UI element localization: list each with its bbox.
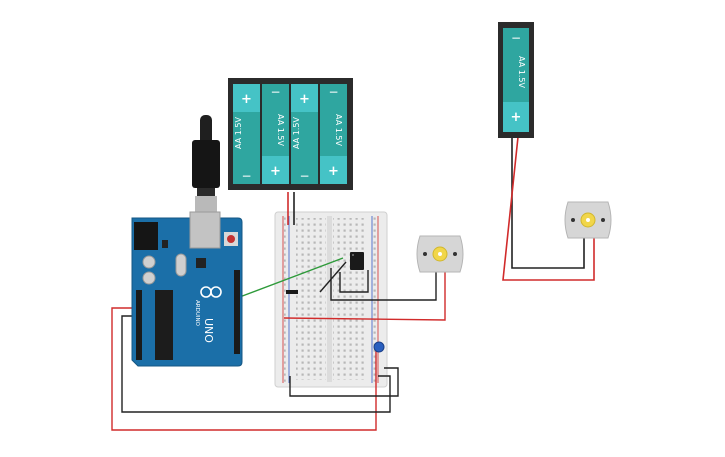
power-analog-header[interactable] xyxy=(136,290,142,360)
motor-2-shaft-center xyxy=(586,218,590,222)
battery-cell-3-top-sign: + xyxy=(299,92,310,107)
dc-motor-2[interactable] xyxy=(564,201,612,239)
battery-single-terminal xyxy=(503,102,529,132)
usb-cable[interactable] xyxy=(192,115,220,212)
breadboard-center-channel xyxy=(327,216,332,382)
battery-cell-4-bottom-sign: + xyxy=(328,164,339,179)
wires xyxy=(111,136,595,431)
battery-single-top-sign: − xyxy=(511,31,521,45)
motor-2-terminal-right xyxy=(601,218,605,222)
wire-motor1-red[interactable] xyxy=(283,272,446,321)
digital-pin-header[interactable] xyxy=(234,270,240,354)
motor-1-terminal-right xyxy=(453,252,457,256)
usb-plug-body xyxy=(192,140,220,188)
atmega-chip xyxy=(155,290,173,360)
usb-plug-connector xyxy=(195,196,217,212)
small-chip xyxy=(196,258,206,268)
wire-single-battery-black[interactable] xyxy=(511,137,585,269)
breadboard-holes-right xyxy=(333,218,365,380)
wire-motor1-black[interactable] xyxy=(330,268,437,301)
breadboard-holes-left xyxy=(296,218,326,380)
wire-bottom-black[interactable] xyxy=(289,367,399,397)
wire-loop-black[interactable] xyxy=(121,315,391,413)
battery-cell-2[interactable]: − AA 1.5V + xyxy=(262,84,289,184)
ic-chip[interactable] xyxy=(350,252,364,270)
wire-single-battery-red[interactable] xyxy=(502,136,595,281)
battery-cell-4[interactable]: − AA 1.5V + xyxy=(320,84,347,184)
wire-chip-black-2[interactable] xyxy=(339,270,369,293)
battery-cell-3-bottom-sign: − xyxy=(299,169,309,183)
wire-chip-black-1[interactable] xyxy=(319,261,347,293)
dc-motor-1[interactable] xyxy=(416,235,464,273)
arduino-logo-icon xyxy=(200,286,222,298)
wire-loop-red[interactable] xyxy=(111,307,377,431)
motor-2-terminal-left xyxy=(571,218,575,222)
arduino-model-label: UNO xyxy=(202,318,215,343)
usb-cable-strain-relief xyxy=(200,115,212,145)
arduino-brand-label: ARDUINO xyxy=(194,300,200,327)
battery-cell-2-label: AA 1.5V xyxy=(276,114,285,146)
battery-cell-1-bottom-sign: − xyxy=(241,169,251,183)
ic-chip-small[interactable] xyxy=(286,290,298,294)
regulator xyxy=(162,240,168,248)
battery-single-label: AA 1.5V xyxy=(517,56,526,88)
battery-cell-1-top-sign: + xyxy=(241,92,252,107)
battery-single-bottom-sign: + xyxy=(511,110,522,125)
capacitor-2 xyxy=(142,271,156,285)
power-jack xyxy=(134,222,158,250)
battery-single-aa[interactable]: − AA 1.5V + xyxy=(498,22,534,138)
battery-cell-3[interactable]: + AA 1.5V − xyxy=(291,84,318,184)
crystal-oscillator xyxy=(175,253,187,277)
battery-cell-4-top-sign: − xyxy=(328,85,338,99)
motor-1-shaft-center xyxy=(438,252,442,256)
battery-cell-3-label: AA 1.5V xyxy=(292,117,301,149)
breadboard-holes-rail-right xyxy=(373,216,377,382)
wire-signal-green[interactable] xyxy=(236,257,344,299)
battery-cell-2-bottom-sign: + xyxy=(270,164,281,179)
usb-jack xyxy=(189,211,221,249)
battery-cell-1-label: AA 1.5V xyxy=(234,117,243,149)
battery-cell-2-top-sign: − xyxy=(270,85,280,99)
motor-1-terminal-left xyxy=(423,252,427,256)
battery-cell-4-label: AA 1.5V xyxy=(334,114,343,146)
battery-cell-1[interactable]: + AA 1.5V − xyxy=(233,84,260,184)
breadboard-holes-rail-left xyxy=(284,216,288,382)
potentiometer[interactable] xyxy=(373,341,385,353)
reset-button-cap xyxy=(227,235,235,243)
battery-pack-4xaa[interactable]: + AA 1.5V − − AA 1.5V + + AA 1.5V − − AA… xyxy=(228,78,353,190)
capacitor-1 xyxy=(142,255,156,269)
arduino-uno[interactable]: ARDUINO UNO xyxy=(131,211,243,367)
usb-plug-neck xyxy=(197,188,215,198)
